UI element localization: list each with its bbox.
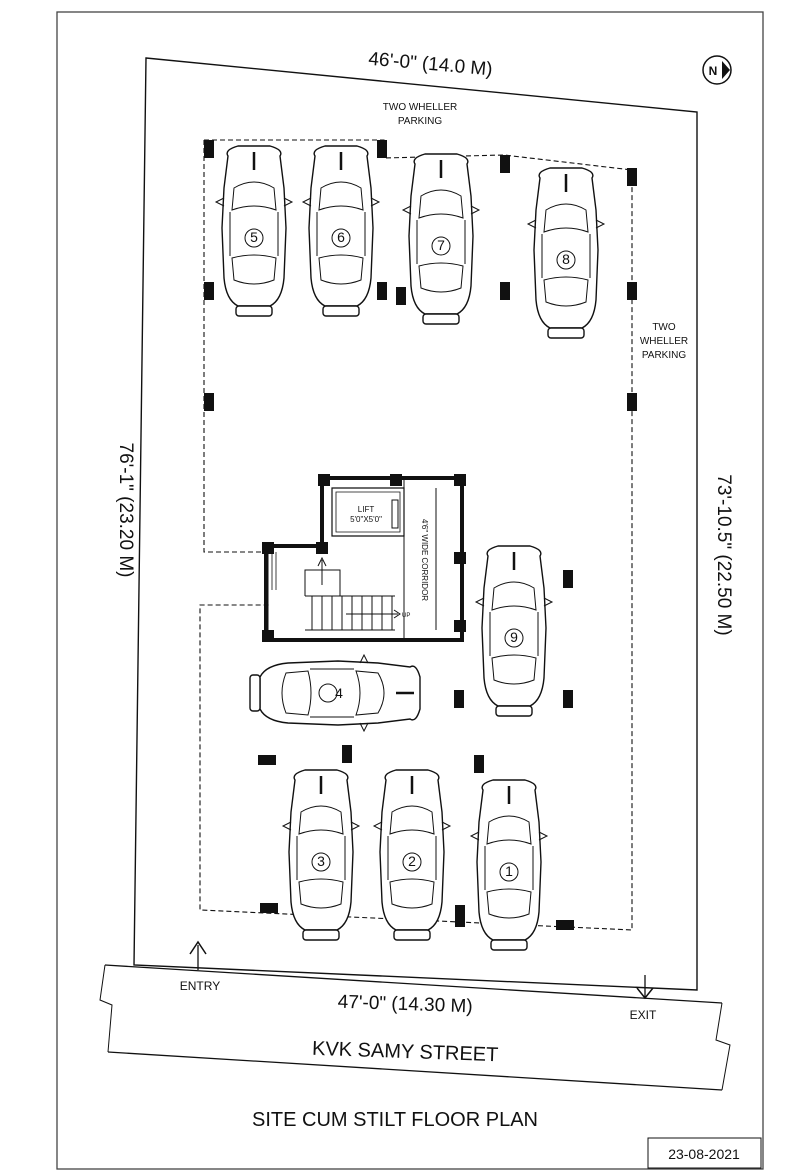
entry-label: ENTRY	[180, 979, 220, 993]
car-number: 7	[437, 237, 445, 253]
two-wheeler-label-top-line1: TWO WHELLER	[383, 102, 457, 113]
north-arrow-icon: N	[702, 55, 732, 85]
car-number: 8	[562, 251, 570, 267]
exit-label: EXIT	[630, 1008, 657, 1022]
right-dimension: 73'-10.5" (22.50 M)	[713, 474, 734, 635]
two-wheeler-label-right-line1: TWO	[652, 322, 676, 333]
lift-label: LIFT	[358, 505, 375, 514]
plan-date: 23-08-2021	[668, 1146, 740, 1162]
stair-up-label: UP	[402, 613, 410, 619]
car-number: 4	[335, 685, 343, 701]
lift-size-label: 5'0"X5'0"	[350, 515, 382, 524]
site-boundary	[133, 57, 698, 991]
sheet-border	[56, 11, 764, 1170]
entry-arrow-icon	[189, 940, 207, 970]
plan-title: SITE CUM STILT FLOOR PLAN	[252, 1109, 538, 1131]
parking-outline-left	[203, 140, 268, 553]
street-break-left	[99, 964, 113, 1053]
bottom-dimension: 47'-0" (14.30 M)	[337, 992, 473, 1018]
car-number: 2	[408, 853, 416, 869]
car-number: 9	[510, 629, 518, 645]
car-number: 5	[250, 229, 258, 245]
top-dimension: 46'-0" (14.0 M)	[368, 49, 494, 81]
left-dimension: 76'-1" (23.20 M)	[115, 443, 136, 578]
street-break-right	[715, 1002, 731, 1091]
car-number: 6	[337, 229, 345, 245]
two-wheeler-label-right-line3: PARKING	[642, 350, 686, 361]
north-label: N	[709, 64, 718, 78]
columns	[204, 140, 637, 930]
two-wheeler-label-top-line2: PARKING	[398, 116, 442, 127]
two-wheeler-label-right-line2: WHELLER	[640, 336, 688, 347]
street-edges	[104, 964, 723, 1091]
corridor-label: 4'6" WIDE CORRIDOR	[420, 519, 429, 601]
street-name: KVK SAMY STREET	[312, 1038, 499, 1066]
exit-arrow-icon	[636, 975, 654, 1000]
lift-stair-core	[262, 474, 466, 642]
car-number: 1	[505, 863, 513, 879]
date-box	[647, 1137, 762, 1169]
car-number: 3	[317, 853, 325, 869]
